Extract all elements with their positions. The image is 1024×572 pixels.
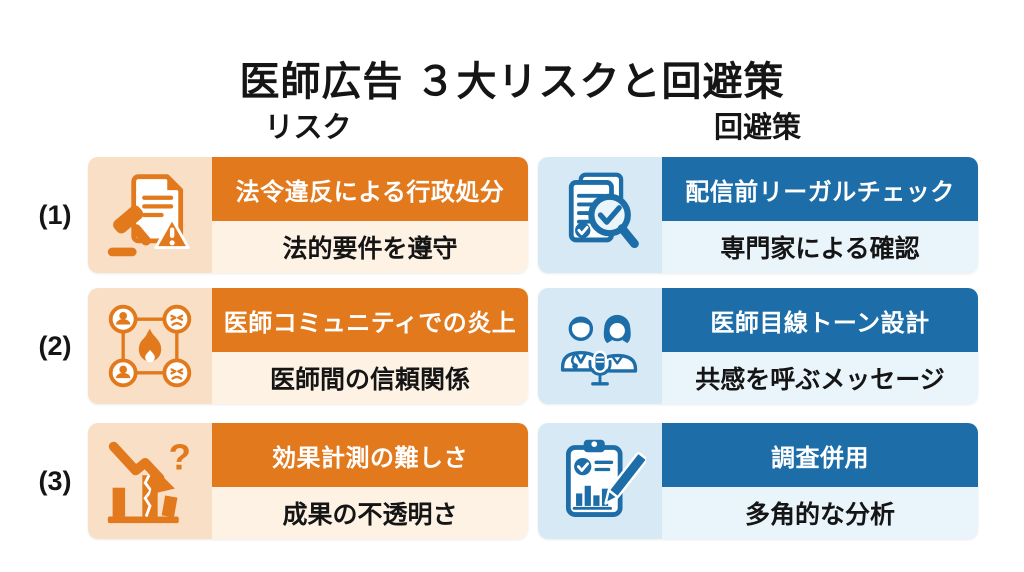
risk-card-1-text: 法令違反による行政処分 法的要件を遵守: [212, 157, 528, 273]
risk-card-3-icon-panel: ?: [88, 423, 212, 539]
row-2-number: (2): [38, 331, 72, 361]
risk-card-1: 法令違反による行政処分 法的要件を遵守: [88, 157, 528, 273]
avoidance-card-1-text: 配信前リーガルチェック 専門家による確認: [662, 157, 978, 273]
avoidance-card-2: 医師目線トーン設計 共感を呼ぶメッセージ: [538, 288, 978, 404]
avoidance-card-3: 調査併用 多角的な分析: [538, 423, 978, 539]
row-3: (3) ? 効果計測の難しさ 成果の不透明さ: [0, 423, 1024, 539]
avoidance-card-3-body: 多角的な分析: [662, 487, 978, 539]
row-1-number: (1): [38, 200, 72, 230]
risk-card-3-header: 効果計測の難しさ: [212, 423, 528, 487]
document-magnifier-check-icon: [568, 172, 639, 249]
row-3-number: (3): [38, 466, 72, 496]
avoidance-card-1-header: 配信前リーガルチェック: [662, 157, 978, 221]
risk-card-3-text: 効果計測の難しさ 成果の不透明さ: [212, 423, 528, 539]
network-flame-icon: [108, 304, 192, 388]
avoidance-card-2-header: 医師目線トーン設計: [662, 288, 978, 352]
clipboard-chart-pencil-icon: [565, 439, 646, 517]
avoidance-card-3-text: 調査併用 多角的な分析: [662, 423, 978, 539]
risk-card-3-body: 成果の不透明さ: [212, 487, 528, 539]
avoidance-card-3-header: 調査併用: [662, 423, 978, 487]
svg-text:?: ?: [169, 437, 191, 478]
risk-card-3: ? 効果計測の難しさ 成果の不透明さ: [88, 423, 528, 539]
risk-card-2-body: 医師間の信頼関係: [212, 352, 528, 404]
avoidance-card-1-body: 専門家による確認: [662, 221, 978, 273]
risk-card-1-header: 法令違反による行政処分: [212, 157, 528, 221]
avoidance-card-3-icon-panel: [538, 423, 662, 539]
risk-card-2-icon-panel: [88, 288, 212, 404]
avoidance-card-2-body: 共感を呼ぶメッセージ: [662, 352, 978, 404]
risk-card-2: 医師コミュニティでの炎上 医師間の信頼関係: [88, 288, 528, 404]
risk-card-1-icon-panel: [88, 157, 212, 273]
page-title: 医師広告 ３大リスクと回避策: [239, 59, 785, 104]
avoidance-card-2-text: 医師目線トーン設計 共感を呼ぶメッセージ: [662, 288, 978, 404]
avoidance-card-1: 配信前リーガルチェック 専門家による確認: [538, 157, 978, 273]
risk-card-1-body: 法的要件を遵守: [212, 221, 528, 273]
gavel-document-warning-icon: [107, 174, 190, 257]
column-header-risk: リスク: [264, 112, 352, 144]
doctors-microphone-icon: [560, 314, 638, 386]
declining-chart-question-icon: ?: [107, 437, 191, 524]
avoidance-card-2-icon-panel: [538, 288, 662, 404]
avoidance-card-1-icon-panel: [538, 157, 662, 273]
column-header-avoidance: 回避策: [713, 112, 801, 144]
row-1: (1) 法令違反による行政処分: [0, 157, 1024, 273]
risk-card-2-text: 医師コミュニティでの炎上 医師間の信頼関係: [212, 288, 528, 404]
row-2: (2): [0, 288, 1024, 404]
risk-card-2-header: 医師コミュニティでの炎上: [212, 288, 528, 352]
